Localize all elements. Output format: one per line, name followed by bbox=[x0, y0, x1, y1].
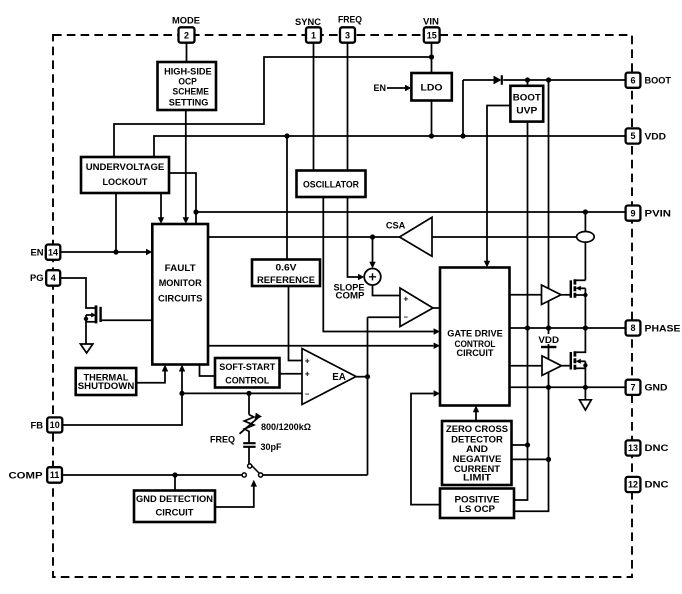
svg-text:CIRCUIT: CIRCUIT bbox=[156, 507, 194, 518]
svg-text:7: 7 bbox=[630, 383, 635, 393]
svg-text:14: 14 bbox=[48, 247, 58, 257]
svg-text:MONITOR: MONITOR bbox=[159, 277, 202, 288]
svg-text:11: 11 bbox=[50, 470, 60, 480]
svg-text:REFERENCE: REFERENCE bbox=[257, 274, 315, 285]
svg-text:8: 8 bbox=[630, 323, 635, 333]
svg-text:SOFT-START: SOFT-START bbox=[219, 361, 275, 372]
svg-text:CIRCUIT: CIRCUIT bbox=[457, 347, 494, 358]
svg-text:PHASE: PHASE bbox=[645, 322, 681, 333]
svg-text:4: 4 bbox=[51, 273, 56, 283]
svg-text:SCHEME: SCHEME bbox=[173, 85, 209, 96]
svg-text:EN: EN bbox=[373, 83, 386, 93]
svg-text:6: 6 bbox=[630, 75, 635, 85]
svg-text:SLOPE: SLOPE bbox=[334, 282, 365, 292]
svg-text:CSA: CSA bbox=[386, 221, 406, 231]
svg-text:800/1200kΩ: 800/1200kΩ bbox=[261, 422, 311, 432]
svg-text:VDD: VDD bbox=[645, 130, 667, 141]
svg-text:SHUTDOWN: SHUTDOWN bbox=[78, 380, 135, 391]
svg-text:−: − bbox=[404, 312, 409, 321]
svg-text:0.6V: 0.6V bbox=[276, 262, 298, 273]
svg-text:OCP: OCP bbox=[178, 75, 197, 86]
svg-text:CIRCUITS: CIRCUITS bbox=[158, 292, 202, 303]
svg-text:ZERO CROSS: ZERO CROSS bbox=[446, 424, 508, 434]
svg-text:VDD: VDD bbox=[538, 334, 559, 345]
svg-text:GATE DRIVE: GATE DRIVE bbox=[447, 328, 503, 339]
svg-text:LIMIT: LIMIT bbox=[463, 473, 491, 483]
svg-text:1: 1 bbox=[311, 30, 316, 40]
svg-text:CONTROL: CONTROL bbox=[225, 374, 269, 385]
svg-text:3: 3 bbox=[345, 30, 350, 40]
svg-text:15: 15 bbox=[427, 30, 437, 40]
svg-text:MODE: MODE bbox=[172, 15, 200, 26]
svg-text:9: 9 bbox=[630, 208, 635, 218]
svg-text:GND DETECTION: GND DETECTION bbox=[136, 493, 213, 504]
svg-text:FREQ: FREQ bbox=[338, 14, 362, 25]
svg-text:FB: FB bbox=[31, 419, 44, 430]
svg-text:+: + bbox=[305, 356, 310, 366]
svg-text:−: − bbox=[305, 389, 310, 398]
svg-text:AND: AND bbox=[466, 444, 488, 454]
svg-text:2: 2 bbox=[184, 30, 189, 40]
svg-text:DNC: DNC bbox=[645, 442, 669, 453]
svg-text:12: 12 bbox=[628, 480, 638, 490]
svg-text:PG: PG bbox=[30, 272, 44, 283]
svg-text:LS OCP: LS OCP bbox=[459, 504, 495, 514]
svg-text:BOOT: BOOT bbox=[645, 74, 672, 85]
svg-text:10: 10 bbox=[50, 420, 60, 430]
svg-text:EA: EA bbox=[332, 372, 346, 383]
svg-text:SETTING: SETTING bbox=[169, 97, 209, 108]
svg-text:CONTROL: CONTROL bbox=[455, 338, 496, 349]
svg-text:POSITIVE: POSITIVE bbox=[455, 495, 500, 505]
svg-text:FAULT: FAULT bbox=[165, 262, 196, 273]
svg-text:UNDERVOLTAGE: UNDERVOLTAGE bbox=[86, 161, 165, 172]
svg-text:OSCILLATOR: OSCILLATOR bbox=[303, 179, 359, 190]
svg-text:DETECTOR: DETECTOR bbox=[451, 434, 503, 444]
svg-text:EN: EN bbox=[30, 246, 43, 257]
svg-text:+: + bbox=[403, 293, 408, 303]
svg-text:30pF: 30pF bbox=[261, 442, 283, 452]
svg-text:HIGH-SIDE: HIGH-SIDE bbox=[164, 65, 212, 76]
svg-text:+: + bbox=[305, 369, 310, 379]
svg-text:COMP: COMP bbox=[336, 291, 365, 301]
svg-text:LOCKOUT: LOCKOUT bbox=[103, 176, 148, 187]
svg-text:DNC: DNC bbox=[645, 479, 669, 490]
svg-text:5: 5 bbox=[630, 131, 635, 141]
svg-text:GND: GND bbox=[645, 382, 668, 393]
svg-text:THERMAL: THERMAL bbox=[84, 371, 129, 382]
svg-text:LDO: LDO bbox=[421, 82, 443, 93]
svg-text:CURRENT: CURRENT bbox=[454, 464, 500, 474]
svg-text:COMP: COMP bbox=[9, 469, 43, 480]
svg-text:BOOT: BOOT bbox=[513, 92, 541, 103]
svg-text:UVP: UVP bbox=[516, 105, 537, 116]
svg-text:SYNC: SYNC bbox=[295, 16, 321, 27]
svg-text:FREQ: FREQ bbox=[210, 435, 235, 445]
svg-text:13: 13 bbox=[628, 443, 638, 453]
svg-text:PVIN: PVIN bbox=[645, 207, 672, 218]
svg-text:VIN: VIN bbox=[423, 16, 439, 27]
svg-text:NEGATIVE: NEGATIVE bbox=[453, 454, 502, 464]
